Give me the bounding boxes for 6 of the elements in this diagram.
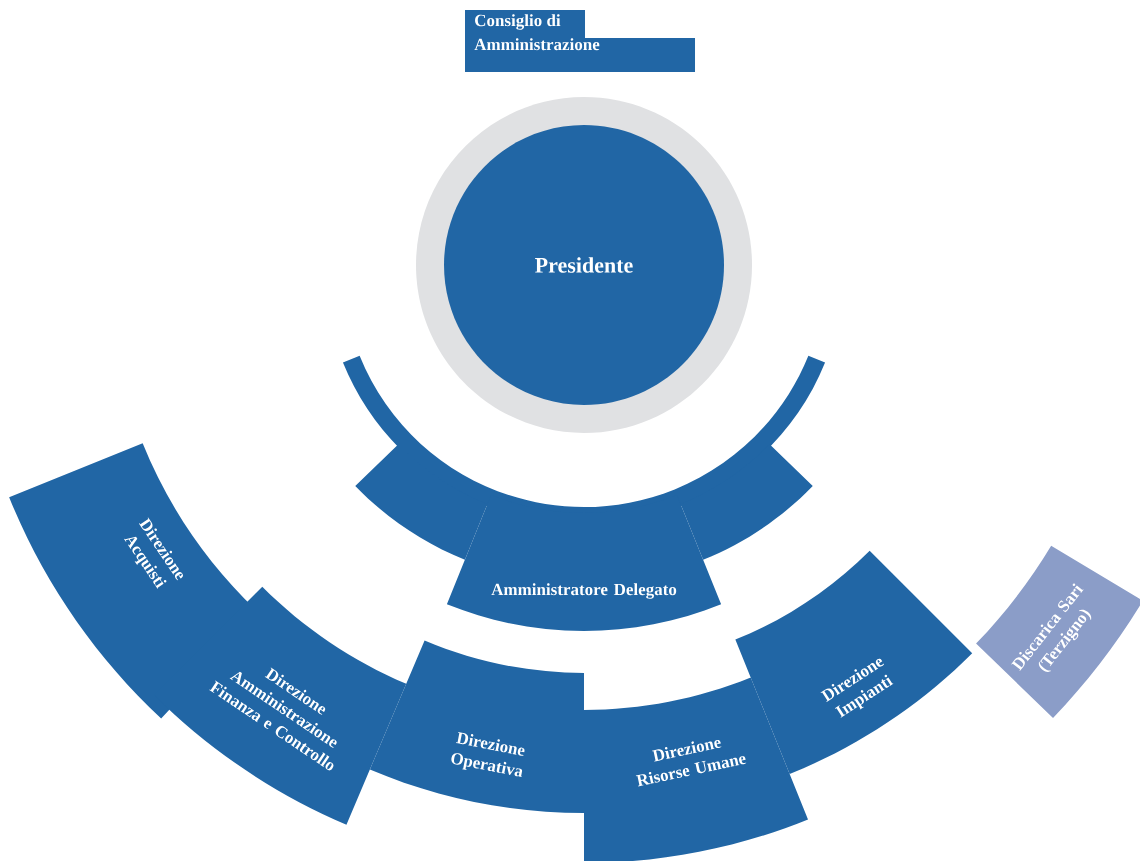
sector-box: Amministratore Delegato	[446, 494, 722, 631]
sector-box: Direzione Operativa	[369, 640, 584, 813]
node-label: Amministratore Delegato	[491, 583, 677, 599]
title-box: Consiglio di Amministrazione	[465, 10, 695, 72]
node-label: Direzione Operativa	[451, 732, 525, 778]
sector-box: Direzione Risorse Umane	[584, 677, 808, 861]
